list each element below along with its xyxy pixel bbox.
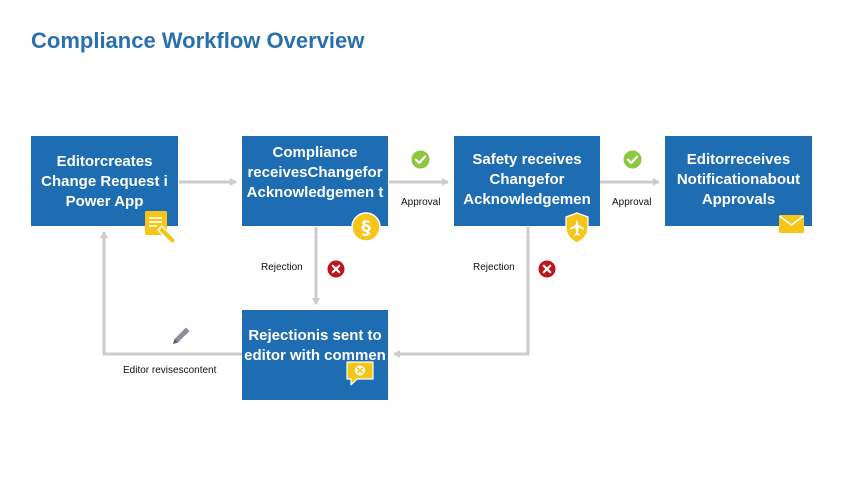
check-circle-icon xyxy=(623,150,642,169)
svg-text:§: § xyxy=(361,217,371,239)
step-editor-receives-label: Editorreceives Notificationabout Approva… xyxy=(676,151,801,208)
x-circle-icon xyxy=(538,260,556,278)
step-safety-label: Safety receives Changefor Acknowledgemen xyxy=(463,151,591,208)
editor-revises-label: Editor revisescontent xyxy=(123,365,217,376)
check-circle-icon xyxy=(411,150,430,169)
step-rejection-label: Rejectionis sent to editor with commen xyxy=(244,327,386,364)
rejection-label-2: Rejection xyxy=(473,262,515,273)
envelope-icon xyxy=(779,215,804,233)
step-compliance: Compliance receivesChangefor Acknowledge… xyxy=(242,136,388,226)
step-editor-creates-label: Editorcreates Change Request i Power App xyxy=(41,153,168,210)
arrow-rejection-to-editor xyxy=(100,231,242,356)
comment-x-icon xyxy=(346,361,374,386)
step-safety: Safety receives Changefor Acknowledgemen xyxy=(454,136,600,226)
step-compliance-label: Compliance receivesChangefor Acknowledge… xyxy=(246,144,384,201)
airplane-shield-icon xyxy=(565,212,589,244)
x-circle-icon xyxy=(327,260,345,278)
step-editor-receives: Editorreceives Notificationabout Approva… xyxy=(665,136,812,226)
section-symbol-icon: § xyxy=(351,212,381,242)
pencil-icon xyxy=(173,327,190,344)
page-title: Compliance Workflow Overview xyxy=(31,28,365,53)
sticky-note-pencil-icon xyxy=(145,211,176,244)
step-rejection: Rejectionis sent to editor with commen xyxy=(242,310,388,400)
rejection-label-1: Rejection xyxy=(261,262,303,273)
arrow-safety-to-rejection xyxy=(393,227,530,358)
approval-label-1: Approval xyxy=(401,197,441,208)
step-editor-creates: Editorcreates Change Request i Power App xyxy=(31,136,178,226)
approval-label-2: Approval xyxy=(612,197,652,208)
